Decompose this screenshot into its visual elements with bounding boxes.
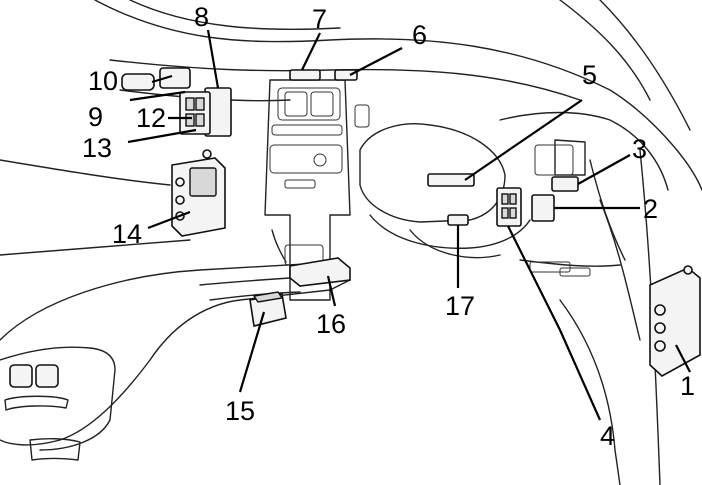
callout-12: 12 (136, 103, 166, 133)
part-7 (289, 69, 321, 81)
part-14-junction-block (171, 149, 226, 237)
part-17 (447, 214, 469, 226)
callout-14: 14 (112, 219, 142, 249)
part-10 (121, 67, 191, 91)
callout-17: 17 (445, 291, 475, 321)
callout-2: 2 (643, 194, 658, 224)
part-1-junction-block (649, 265, 701, 377)
callout-3: 3 (632, 134, 647, 164)
part-16 (289, 257, 351, 287)
callout-16: 16 (316, 309, 346, 339)
callout-9: 9 (88, 102, 103, 132)
callout-6: 6 (412, 20, 427, 50)
part-15 (249, 291, 287, 327)
callout-15: 15 (225, 396, 255, 426)
callout-13: 13 (82, 133, 112, 163)
part-4-relay-block (496, 187, 522, 227)
callout-labels: 1 2 3 4 5 6 7 8 9 10 12 13 14 15 16 17 (82, 2, 695, 451)
callout-7: 7 (312, 4, 327, 34)
part-6 (334, 69, 358, 81)
callout-5: 5 (582, 60, 597, 90)
callout-4: 4 (600, 421, 615, 451)
part-3 (551, 176, 579, 192)
part-5 (427, 173, 475, 187)
callout-8: 8 (194, 2, 209, 32)
leader-lines (127, 29, 691, 421)
callout-1: 1 (680, 371, 695, 401)
callout-10: 10 (88, 66, 118, 96)
part-8-9-12-13-relay-block (179, 87, 232, 137)
part-2 (531, 194, 555, 222)
